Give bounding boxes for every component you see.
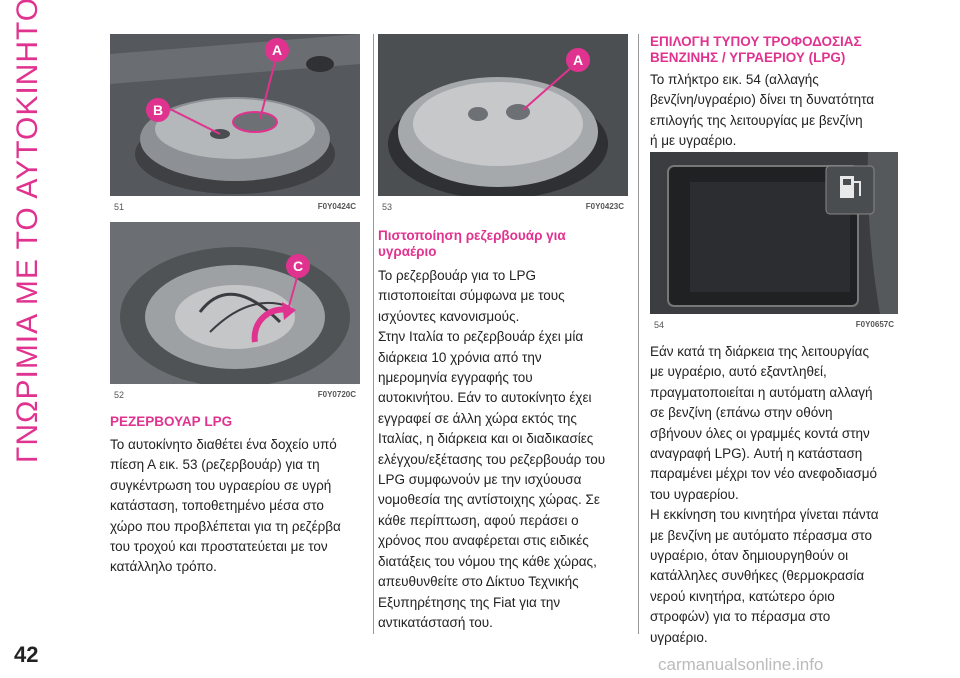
text-line: παραμένει μέχρι τον νέο ανεφοδιασμό — [650, 466, 877, 482]
text-line: Το ρεζερβουάρ για το LPG — [378, 268, 536, 283]
text-line: διατάξεις του νόμου της κάθε χώρας, — [378, 553, 597, 569]
text-line: διάρκεια 10 χρόνια από την — [378, 349, 542, 365]
text-line: βενζίνη/υγραέριο) δίνει τη δυνατότητα — [650, 92, 875, 108]
text-line: ή με υγραέριο. — [650, 133, 737, 149]
certification-paragraph: Το ρεζερβουάρ για το LPG πιστοποιείται σ… — [378, 266, 636, 633]
figure-53: A 53 F0Y0423C — [378, 34, 628, 214]
heading-line: ΒΕΝΖΙΝΗΣ / ΥΓΡΑΕΡΙΟΥ (LPG) — [650, 50, 846, 65]
text-line: επιλογής της λειτουργίας με βενζίνη — [650, 112, 863, 128]
text-line: κατάσταση, τοποθετημένο μέσα στο — [110, 498, 324, 514]
text-line: Ιταλίας, η διάρκεια και οι διαδικασίες — [378, 431, 594, 447]
figure-number: 51 — [114, 202, 125, 212]
figure-caption-bar: 53 F0Y0423C — [378, 196, 628, 214]
text-line: πίεση Α εικ. 53 (ρεζερβουάρ) για τη — [110, 457, 320, 473]
lpg-tank-top-illustration — [378, 34, 628, 196]
callout-a-badge: A — [265, 38, 289, 62]
text-line: αυτοκινήτου. Εάν το αυτοκίνητο έχει — [378, 390, 592, 406]
sidebar-title-text: ΓΝΩΡΙΜΙΑ ΜΕ ΤΟ ΑΥΤΟΚΙΝΗΤΟ — [11, 0, 44, 464]
callout-a-badge: A — [566, 48, 590, 72]
figure-number: 54 — [654, 320, 665, 330]
text-line: του τροχού και προστατεύεται με τον — [110, 539, 328, 555]
dashboard-switch-illustration — [650, 152, 898, 314]
watermark-text: carmanualsonline.info — [658, 655, 824, 674]
text-line: Το πλήκτρο εικ. 54 (αλλαγής — [650, 72, 819, 87]
text-line: κατάλληλες συνθήκες (θερμοκρασία — [650, 568, 865, 584]
figure-code: F0Y0423C — [585, 202, 624, 211]
text-line: LPG συμφωνούν με την ισχύουσα — [378, 472, 582, 488]
lpg-tank-illustration — [110, 34, 360, 196]
figure-52: C 52 F0Y0720C — [110, 222, 360, 402]
text-line: Εξυπηρέτησης της Fiat για την — [378, 594, 561, 610]
figure-code: F0Y0720C — [317, 390, 356, 399]
figure-caption-bar: 51 F0Y0424C — [110, 196, 360, 214]
figure-51: A B 51 F0Y0424C — [110, 34, 360, 214]
section-heading-fuel-selection: ΕΠΙΛΟΓΗ ΤΥΠΟΥ ΤΡΟΦΟΔΟΣΙΑΣ ΒΕΝΖΙΝΗΣ / ΥΓΡ… — [650, 34, 862, 66]
figure-caption-bar: 52 F0Y0720C — [110, 384, 360, 402]
text-line: υγραέριο. — [650, 629, 708, 645]
text-line: στροφών) για το πέρασμα στο — [650, 609, 831, 625]
column-divider-1 — [373, 34, 374, 634]
text-line: Το αυτοκίνητο διαθέτει ένα δοχείο υπό — [110, 437, 337, 452]
text-line: υγραέριο, όταν δημιουργηθούν οι — [650, 548, 849, 564]
text-line: Η εκκίνηση του κινητήρα γίνεται πάντα — [650, 507, 879, 523]
text-line: χώρο που προβλέπεται για τη ρεζέρβα — [110, 518, 341, 534]
text-line: συγκέντρωση του υγραερίου σε υγρή — [110, 477, 332, 493]
section-heading-certification: Πιστοποίηση ρεζερβουάρ για υγραέριο — [378, 228, 566, 260]
figure-number: 52 — [114, 390, 125, 400]
figure-caption-bar: 54 F0Y0657C — [650, 314, 898, 332]
lpg-tank-paragraph: Το αυτοκίνητο διαθέτει ένα δοχείο υπό πί… — [110, 435, 368, 578]
heading-line: Πιστοποίηση ρεζερβουάρ για — [378, 228, 566, 243]
text-line: με βενζίνη με αυτόματο πέρασμα στο — [650, 527, 873, 543]
text-line: αναγραφή LPG). Αυτή η κατάσταση — [650, 446, 863, 462]
figure-code: F0Y0424C — [317, 202, 356, 211]
text-line: πραγματοποιείται η αυτόματη αλλαγή — [650, 384, 873, 400]
text-line: σβήνουν όλες οι γραμμές κοντά στην — [650, 425, 870, 441]
figure-54: 54 F0Y0657C — [650, 152, 898, 332]
text-line: ισχύοντες κανονισμούς. — [378, 308, 520, 324]
text-line: χρόνος που αναφέρεται στις ειδικές — [378, 533, 589, 549]
heading-line: ΕΠΙΛΟΓΗ ΤΥΠΟΥ ΤΡΟΦΟΔΟΣΙΑΣ — [650, 34, 862, 49]
text-line: Στην Ιταλία το ρεζερβουάρ έχει μία — [378, 329, 584, 345]
column-divider-2 — [638, 34, 639, 634]
section-sidebar-title: ΓΝΩΡΙΜΙΑ ΜΕ ΤΟ ΑΥΤΟΚΙΝΗΤΟ — [8, 0, 48, 463]
text-line: του υγραερίου. — [650, 486, 739, 502]
text-line: νομοθεσία της αντίστοιχης χώρας. Σε — [378, 492, 600, 508]
text-line: κατάλληλο τρόπο. — [110, 559, 217, 575]
text-line: Εάν κατά τη διάρκεια της λειτουργίας — [650, 344, 869, 359]
fuel-selection-paragraph: Εάν κατά τη διάρκεια της λειτουργίας με … — [650, 342, 910, 648]
callout-c-badge: C — [286, 254, 310, 278]
text-line: εγγραφεί σε άλλη χώρα εκτός της — [378, 410, 577, 426]
text-line: αντικατάστασή του. — [378, 614, 493, 630]
callout-b-badge: B — [146, 98, 170, 122]
figure-number: 53 — [382, 202, 393, 212]
figure-code: F0Y0657C — [855, 320, 894, 329]
text-line: πιστοποιείται σύμφωνα με τους — [378, 288, 565, 304]
page-number: 42 — [14, 642, 39, 667]
text-line: νερού κινητήρα, κατώτερο όριο — [650, 588, 835, 604]
fuel-selection-intro: Το πλήκτρο εικ. 54 (αλλαγής βενζίνη/υγρα… — [650, 70, 910, 152]
text-line: με υγραέριο, αυτό εξαντληθεί, — [650, 364, 827, 380]
text-line: απευθυνθείτε στο Δίκτυο Τεχνικής — [378, 574, 579, 590]
text-line: σε βενζίνη (επάνω στην οθόνη — [650, 405, 833, 421]
text-line: κάθε περίπτωση, αφού περάσει ο — [378, 512, 579, 528]
text-line: ημερομηνία εγγραφής του — [378, 370, 533, 386]
section-heading-lpg-tank: ΡΕΖΕΡΒΟΥΑΡ LPG — [110, 414, 233, 429]
tank-valve-illustration — [110, 222, 360, 384]
heading-line: υγραέριο — [378, 244, 437, 259]
text-line: ελέγχου/εξέτασης του ρεζερβουάρ του — [378, 451, 606, 467]
